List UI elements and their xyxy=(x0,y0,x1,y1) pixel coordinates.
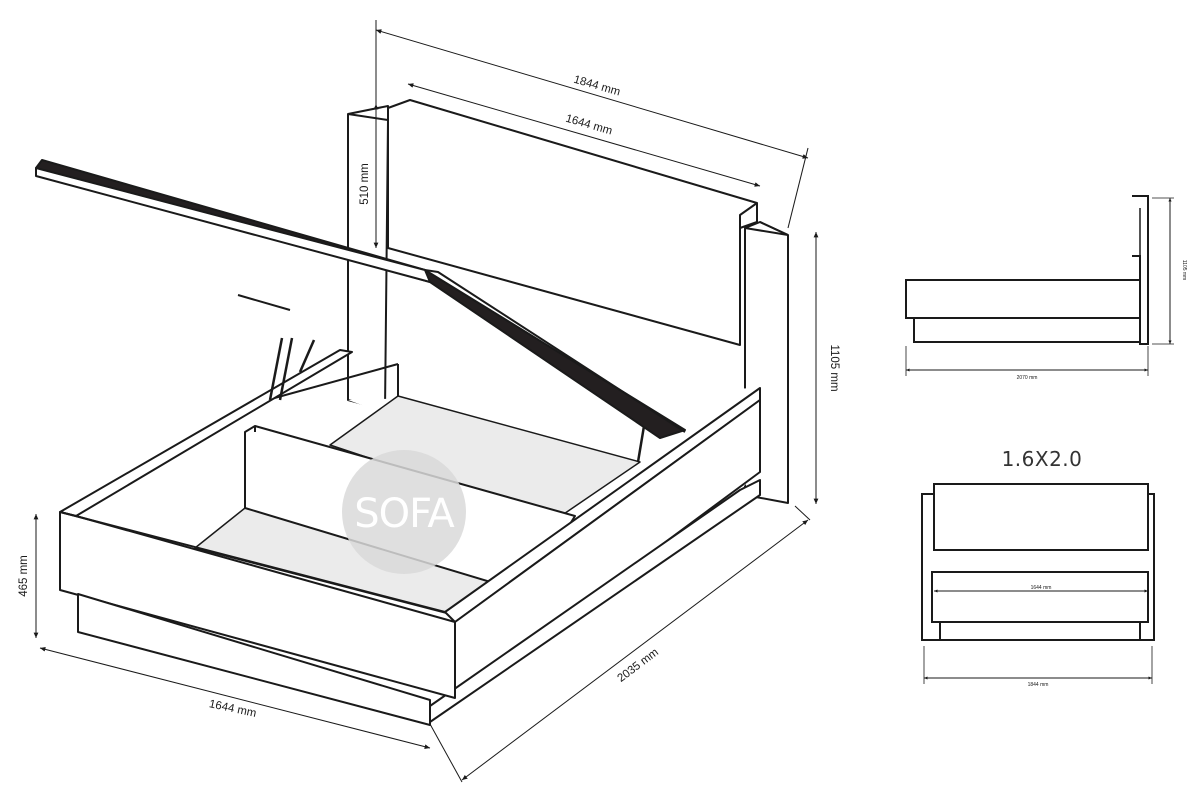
watermark-text: SOFA xyxy=(354,491,455,537)
headboard-height-label: 510 mm xyxy=(359,163,371,205)
front-inner-label: 1644 mm xyxy=(1031,585,1052,591)
sofa-watermark: SOFA xyxy=(342,450,466,574)
total-width-label: 1844 mm xyxy=(572,74,621,99)
front-view-title: 1.6X2.0 xyxy=(1002,447,1083,471)
length-label: 2035 mm xyxy=(615,646,661,684)
front-outer-label: 1844 mm xyxy=(1028,682,1049,688)
side-height-label: 1105 mm xyxy=(1181,260,1187,280)
iso-dimension-lines xyxy=(33,20,819,783)
base-height-label: 465 mm xyxy=(18,555,30,597)
side-length-label: 2070 mm xyxy=(1017,375,1038,381)
total-height-label: 1105 mm xyxy=(828,344,840,391)
gas-strut-left xyxy=(268,337,316,401)
headboard-width-label: 1644 mm xyxy=(564,113,613,138)
headboard-panel xyxy=(387,99,758,346)
isometric-bed-view xyxy=(35,99,789,726)
front-view xyxy=(921,483,1155,684)
side-view xyxy=(905,195,1174,376)
lifted-mattress-base xyxy=(35,159,686,439)
